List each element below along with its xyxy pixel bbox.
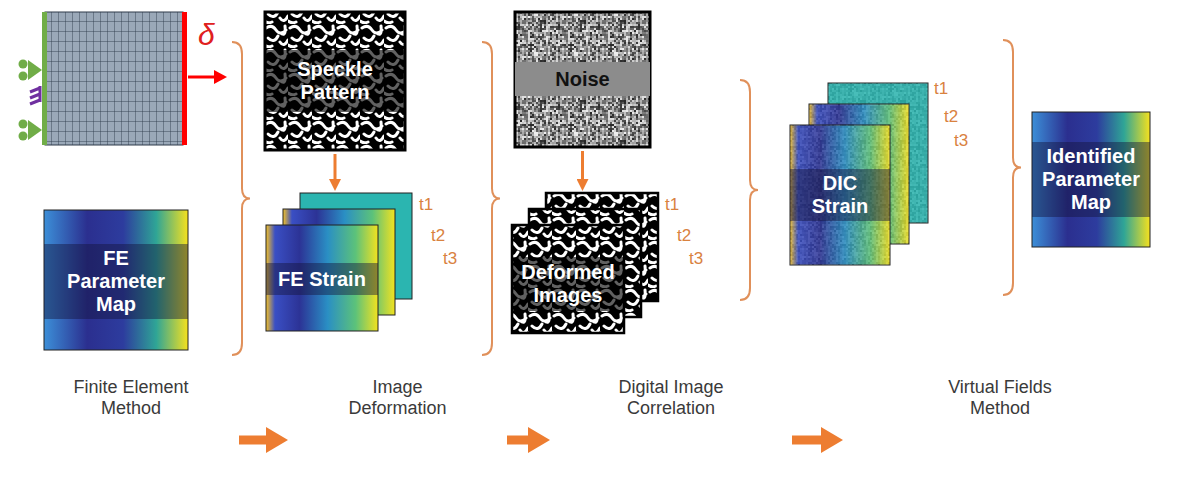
speckle-pattern-box: Speckle Pattern xyxy=(265,12,405,150)
node-label: Image Deformation xyxy=(338,377,458,418)
node-label: DIC Strain xyxy=(792,172,888,218)
label-band: DIC Strain xyxy=(790,169,890,221)
label-band: Identified Parameter Map xyxy=(1032,142,1150,217)
time-step: t1 xyxy=(665,196,679,213)
process-arrow xyxy=(239,436,266,445)
step-label: Digital Image Correlation xyxy=(552,372,790,452)
parameter-map: FE Parameter Map xyxy=(44,210,188,350)
label-band: Digital Image Correlation xyxy=(552,372,790,424)
identified-map: Identified Parameter Map xyxy=(1032,112,1150,247)
node-label: Identified Parameter Map xyxy=(1036,145,1146,214)
roller-wheel xyxy=(19,60,28,69)
process-arrow xyxy=(792,436,821,445)
parameter-map-image xyxy=(44,210,188,350)
time-step: t1 xyxy=(419,196,433,213)
deformed-image xyxy=(512,225,624,333)
label-band: Virtual Fields Method xyxy=(845,372,1155,424)
time-step: t2 xyxy=(677,227,691,244)
dic-strain-stack: DIC Strain xyxy=(790,83,928,265)
node-label: Speckle Pattern xyxy=(271,58,399,104)
time-step: t2 xyxy=(944,108,958,125)
noise-image xyxy=(515,12,650,147)
label-band: Noise xyxy=(515,62,650,96)
roller-wheel xyxy=(19,120,28,129)
bracket xyxy=(740,80,758,300)
bracket xyxy=(1003,40,1021,295)
label-band: FE Strain xyxy=(266,263,378,295)
node-label: FE Strain xyxy=(278,268,366,291)
bracket-group xyxy=(232,40,1021,355)
bracket xyxy=(482,42,500,355)
node-label: Noise xyxy=(555,68,609,91)
node-label: Deformed Images xyxy=(518,261,618,307)
label-band: Speckle Pattern xyxy=(265,50,405,112)
strain-stack: FE Strain xyxy=(266,193,412,331)
dic-frame xyxy=(790,125,890,265)
displacement-symbol: δ xyxy=(198,20,215,50)
flow-arrow xyxy=(334,154,337,179)
loaded-edge xyxy=(182,12,187,145)
step-label: Virtual Fields Method xyxy=(845,372,1155,452)
roller-wheel xyxy=(19,72,28,81)
pin-symbol xyxy=(30,86,40,104)
roller-support xyxy=(28,120,42,140)
fe-mesh xyxy=(45,12,183,145)
label-band: FE Parameter Map xyxy=(44,244,188,319)
roller-wheel xyxy=(19,132,28,141)
node-label: Virtual Fields Method xyxy=(925,377,1075,418)
time-step: t1 xyxy=(934,80,948,97)
identified-map-image xyxy=(1032,112,1150,247)
label-band: Image Deformation xyxy=(290,372,505,424)
time-step: t2 xyxy=(431,227,445,244)
speckle-image xyxy=(265,12,405,150)
time-step: t3 xyxy=(954,132,968,149)
node-label: Digital Image Correlation xyxy=(586,377,756,418)
image-stack: Deformed Images xyxy=(512,193,658,333)
flow-arrow xyxy=(581,151,584,179)
label-band: Deformed Images xyxy=(512,257,624,311)
time-step: t3 xyxy=(689,250,703,267)
time-step: t3 xyxy=(443,250,457,267)
strain-frame xyxy=(266,225,378,331)
step-label: Image Deformation xyxy=(290,372,505,452)
bracket xyxy=(232,42,250,355)
label-band: Finite Element Method xyxy=(25,372,237,424)
step-label: Finite Element Method xyxy=(25,372,237,452)
node-label: FE Parameter Map xyxy=(60,247,172,316)
displacement-arrow xyxy=(188,76,214,79)
node-label: Finite Element Method xyxy=(56,377,206,418)
dic-noise xyxy=(790,125,890,265)
roller-support xyxy=(28,60,42,80)
fixed-edge xyxy=(42,12,47,145)
displacement-arrowhead xyxy=(214,70,227,84)
noise-box: Noise xyxy=(515,12,650,147)
process-arrow xyxy=(507,436,528,445)
